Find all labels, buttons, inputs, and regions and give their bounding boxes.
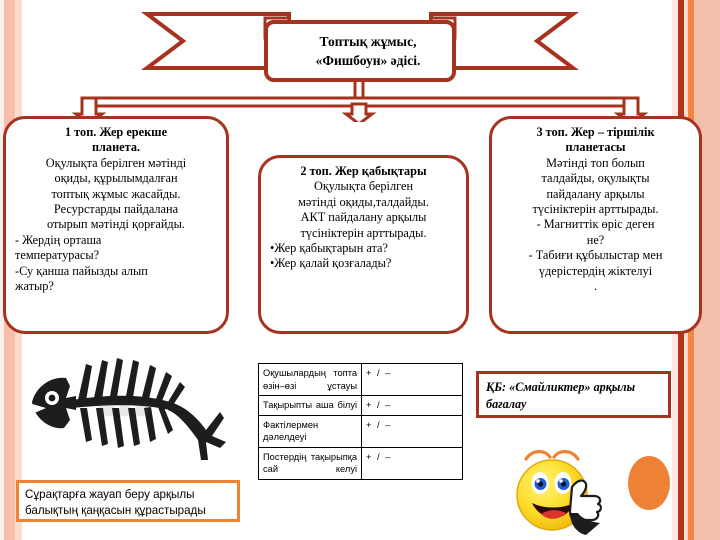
formative-assessment-box: ҚБ: «Смайликтер» арқылы бағалау (476, 371, 671, 418)
group-3-title-line1: 3 топ. Жер – тіршілік (536, 125, 655, 139)
banner-title: Топтық жұмыс, «Фишбоун» әдісі. (278, 32, 458, 70)
table-row: Фактілермен дәлелдеуі + / – (257, 414, 463, 448)
group-3-body-line4: түсініктерін арттырады. (532, 202, 659, 217)
group-box-2: 2 топ. Жер қабықтары Оқулықта берілген м… (258, 155, 469, 334)
group-1-question-1a: - Жердің орташа (15, 232, 102, 247)
group-3-question-2a: - Табиғи құбылыстар мен (528, 248, 663, 263)
fish-skeleton-icon (32, 358, 226, 460)
group-1-body-line5: отырып мәтінді қорғайды. (47, 217, 185, 232)
ribbon-shape (141, 12, 579, 82)
left-edge-stripe-1 (0, 0, 4, 540)
banner-title-line2: «Фишбоун» әдісі. (315, 53, 421, 68)
group-1-question-2b: жатыр? (15, 279, 54, 294)
group-1-question-1b: температурасы? (15, 248, 100, 263)
criterion-cell-2: Тақырыпты аша білуі (257, 395, 363, 416)
group-3-question-2b: үдерістердің жіктелуі (538, 263, 653, 278)
mark-cell-2[interactable]: + / – (361, 395, 463, 416)
group-1-body-line1: Оқулықта берілген мәтінді (45, 155, 187, 170)
group-3-body-line3: пайдалану арқылы (546, 186, 645, 201)
mark-cell-3[interactable]: + / – (361, 414, 463, 448)
mark-cell-1[interactable]: + / – (361, 363, 463, 396)
criterion-cell-4: Постердің тақырыпқа сай келуі (257, 446, 363, 480)
table-row: Тақырыпты аша білуі + / – (257, 395, 463, 416)
group-3-question-1a: - Магниттік өріс деген (536, 217, 655, 232)
table-row: Постердің тақырыпқа сай келуі + / – (257, 446, 463, 480)
smiley-thumbs-up-icon (516, 450, 602, 535)
group-2-body-line3: АКТ пайдалану арқылы (300, 210, 427, 225)
group-1-body-line4: Ресурстарды пайдалана (53, 202, 179, 217)
group-box-3: 3 топ. Жер – тіршілік планетасы Мәтінді … (489, 116, 702, 334)
table-row: Оқушылардың топта өзін–өзі ұстауы + / – (257, 363, 463, 396)
kb-line1: ҚБ: «Смайликтер» арқылы (486, 380, 636, 394)
group-3-title-line2: планетасы (565, 140, 626, 155)
group-1-title-line1: 1 топ. Жер ерекше (64, 125, 168, 139)
group-2-title-line1: 2 топ. Жер қабықтары (300, 164, 427, 178)
group-1-body-line2: оқиды, құрылымдалған (54, 171, 178, 186)
group-box-1: 1 топ. Жер ерекше планета. Оқулықта бері… (3, 116, 229, 334)
assessment-table: Оқушылардың топта өзін–өзі ұстауы + / – … (257, 363, 463, 480)
criterion-cell-1: Оқушылардың топта өзін–өзі ұстауы (257, 363, 363, 396)
mark-cell-4[interactable]: + / – (361, 446, 463, 480)
group-3-question-2c: . (593, 279, 598, 294)
fish-caption-line2: балықтың қаңқасын құрастырады (25, 503, 206, 517)
group-1-body-line3: топтық жұмыс жасайды. (51, 186, 181, 201)
fish-caption-box: Сұрақтарға жауап беру арқылы балықтың қа… (16, 480, 240, 522)
group-2-question-2: •Жер қалай қозғалады? (270, 256, 392, 271)
group-2-body-line2: мәтінді оқиды,талдайды. (298, 194, 429, 209)
title-ribbon-banner: Топтық жұмыс, «Фишбоун» әдісі. (103, 6, 617, 90)
fish-caption-line1: Сұрақтарға жауап беру арқылы (25, 488, 195, 501)
kb-line2: бағалау (486, 396, 527, 411)
orange-circle-icon (628, 456, 670, 510)
group-2-question-1: •Жер қабықтарын ата? (270, 241, 388, 256)
group-2-body-line1: Оқулықта берілген (313, 179, 414, 194)
group-3-body-line1: Мәтінді топ болып (546, 155, 645, 170)
group-3-body-line2: талдайды, оқулықты (541, 171, 650, 186)
group-1-question-2a: -Су қанша пайызды алып (15, 263, 148, 278)
group-3-question-1b: не? (586, 232, 605, 247)
group-2-body-line4: түсініктерін арттырады. (300, 225, 427, 240)
group-1-title-line2: планета. (91, 140, 141, 155)
criterion-cell-3: Фактілермен дәлелдеуі (257, 414, 363, 448)
banner-title-line1: Топтық жұмыс, (319, 34, 417, 49)
